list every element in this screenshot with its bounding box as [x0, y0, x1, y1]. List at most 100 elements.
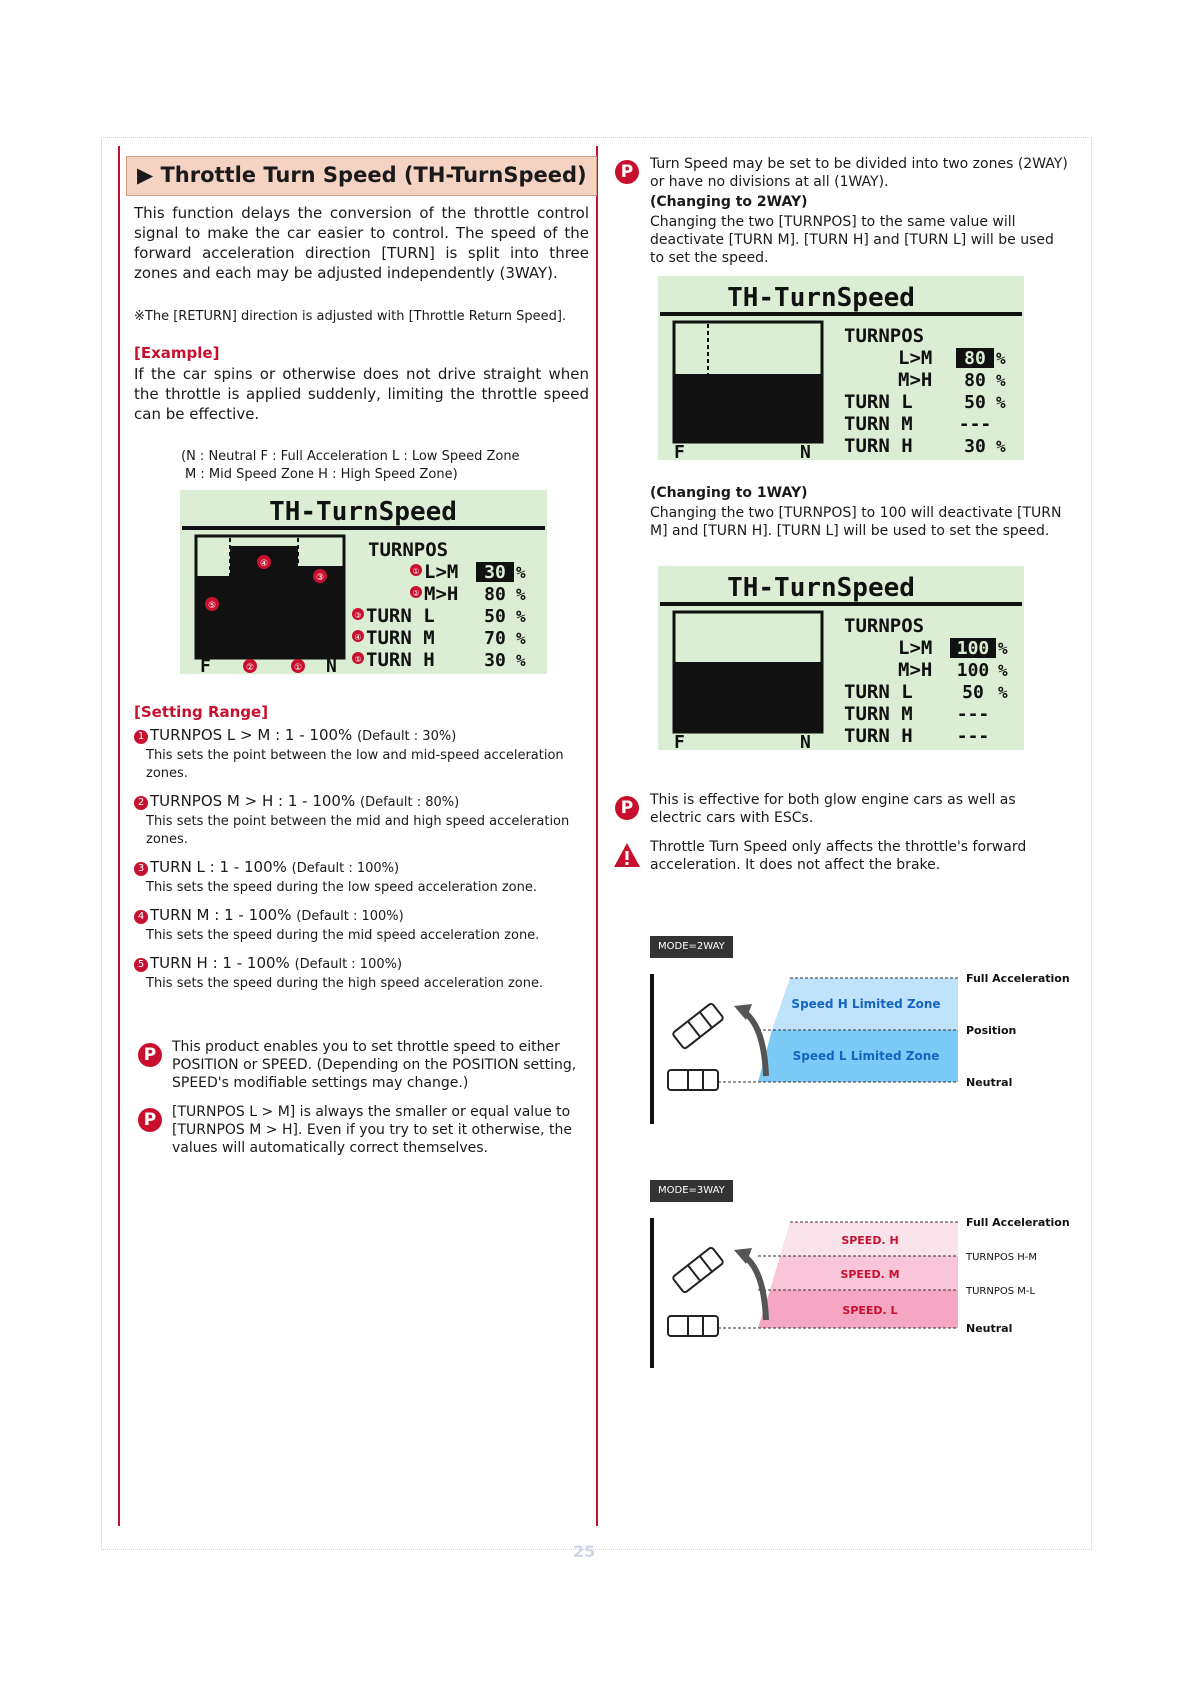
setting-item-5-default: (Default : 100%): [294, 957, 403, 972]
lcd-1way-turnpos: TURNPOS: [844, 615, 924, 637]
full-acc-label: Full Acceleration: [966, 972, 1070, 985]
lcd-row-4: ④ TURN M 70 %: [352, 627, 526, 649]
lcd-row-4-value: 70: [484, 628, 506, 649]
lcd-2way-title: TH-TurnSpeed: [727, 283, 915, 313]
heading-2way: (Changing to 2WAY): [650, 194, 808, 210]
setting-item-2-head: TURNPOS M > H : 1 - 100%: [150, 792, 356, 810]
lcd-row-4-unit: %: [516, 629, 526, 648]
setting-item-4-default: (Default : 100%): [296, 909, 404, 924]
lcd-2way-axis-n: N: [800, 442, 811, 460]
legend-line-2: M : Mid Speed Zone H : High Speed Zone): [185, 467, 458, 482]
lcd-2way-row2-unit: %: [996, 371, 1006, 390]
setting-item-3-desc: This sets the speed during the low speed…: [146, 880, 537, 895]
legend-line-1: (N : Neutral F : Full Acceleration L : L…: [181, 449, 520, 464]
setting-item-1-default: (Default : 30%): [357, 729, 457, 744]
lcd-2way-row2-value: 80: [964, 370, 986, 391]
text-1way: Changing the two [TURNPOS] to 100 will d…: [650, 505, 1062, 539]
setting-item-5-head: TURN H : 1 - 100%: [150, 954, 290, 972]
neutral-label: Neutral: [966, 1076, 1012, 1089]
lcd-1way-row1-value: 100: [957, 638, 990, 659]
lcd-1way-row3-label: TURN L: [844, 681, 913, 703]
setting-item-3-num: 3: [134, 862, 148, 876]
lcd-1way-row2-value: 100: [957, 660, 990, 681]
lcd-2way-row4-label: TURN M: [844, 413, 913, 435]
setting-item-4-head: TURN M : 1 - 100%: [150, 906, 292, 924]
lcd-2way-row1-label: L>M: [898, 347, 932, 369]
speed-l-label: SPEED. L: [842, 1304, 897, 1317]
speed-m-label: SPEED. M: [840, 1268, 899, 1281]
setting-item-5-num: 5: [134, 958, 148, 972]
return-note: ※The [RETURN] direction is adjusted with…: [134, 309, 567, 324]
setting-item-3-default: (Default : 100%): [291, 861, 400, 876]
lcd-axis-mark-1: ①: [294, 663, 302, 673]
lcd-row-5-label: TURN H: [366, 649, 435, 671]
diagram-2way: Speed H Limited Zone Speed L Limited Zon…: [650, 972, 1070, 1124]
page-frame: [101, 137, 1092, 1550]
neutral-label-3way: Neutral: [966, 1322, 1012, 1335]
page-number: 25: [573, 1542, 596, 1561]
lcd-2way-row3-value: 50: [964, 392, 986, 413]
lcd-row-1: ① L>M 30 %: [410, 561, 526, 583]
lcd-row-1-mark: ①: [412, 567, 419, 576]
lcd-row-1-label: L>M: [424, 561, 458, 583]
lcd-1way-row5-label: TURN H: [844, 725, 913, 747]
lcd-2way-axis-f: F: [674, 442, 685, 460]
lcd-zone-mark-3: ③: [316, 573, 324, 583]
zone-l-label: Speed L Limited Zone: [793, 1049, 940, 1063]
lcd-2way-row3-label: TURN L: [844, 391, 913, 413]
zone-h-label: Speed H Limited Zone: [791, 997, 940, 1011]
lcd-row-2-value: 80: [484, 584, 506, 605]
lcd-row-3-unit: %: [516, 607, 526, 626]
full-acc-label-3way: Full Acceleration: [966, 1216, 1070, 1229]
warning-text: Throttle Turn Speed only affects the thr…: [650, 839, 1027, 873]
lcd-2way-screen: TH-TurnSpeed F N TURNPOS L>M 80 % M>H 80…: [658, 276, 1024, 460]
lcd-row-5: ⑤ TURN H 30 %: [352, 649, 526, 671]
example-text: If the car spins or otherwise does not d…: [134, 365, 589, 423]
lcd-row-3-label: TURN L: [366, 605, 435, 627]
mode-3way-badge: MODE=3WAY: [650, 1180, 733, 1202]
lcd-row-3-value: 50: [484, 606, 506, 627]
lcd-2way-row5-unit: %: [996, 437, 1006, 456]
lcd-zone-mark-4: ④: [260, 559, 268, 569]
setting-item-2-num: 2: [134, 796, 148, 810]
speed-h-label: SPEED. H: [841, 1234, 898, 1247]
lcd-axis-f: F: [200, 656, 211, 674]
point-icon: P: [138, 1108, 162, 1132]
mode-2way-badge: MODE=2WAY: [650, 936, 733, 958]
heading-1way: (Changing to 1WAY): [650, 485, 808, 501]
setting-item-2-default: (Default : 80%): [360, 795, 460, 810]
setting-item-4-num: 4: [134, 910, 148, 924]
lcd-row-3: ③ TURN L 50 %: [352, 605, 526, 627]
lcd-zone-mark-5: ⑤: [208, 601, 216, 611]
lcd-1way-row1-label: L>M: [898, 637, 932, 659]
warning-icon: [614, 843, 640, 867]
right-note-zones: Turn Speed may be set to be divided into…: [650, 156, 1068, 190]
lcd-1way-screen: TH-TurnSpeed F N TURNPOS L>M 100 % M>H 1…: [658, 566, 1024, 750]
lcd-row-1-value: 30: [484, 562, 506, 583]
lcd-row-2-mark: ②: [412, 589, 419, 598]
lcd-2way-row2-label: M>H: [898, 369, 932, 391]
point-note-turnpos-order: [TURNPOS L > M] is always the smaller or…: [172, 1104, 572, 1156]
lcd-2way-row3-unit: %: [996, 393, 1006, 412]
position-label: Position: [966, 1024, 1016, 1037]
setting-item-5-desc: This sets the speed during the high spee…: [146, 976, 544, 991]
lcd-1way-row4-label: TURN M: [844, 703, 913, 725]
point-icon: P: [615, 160, 639, 184]
lcd-main-screen: TH-TurnSpeed ④ ③ ⑤ F ② ① N TURNPOS ① L>M…: [180, 490, 547, 674]
lcd-turnpos-label: TURNPOS: [368, 539, 448, 561]
lcd-axis-mark-2: ②: [246, 663, 254, 673]
lcd-1way-row2-label: M>H: [898, 659, 932, 681]
setting-item-2-desc: This sets the point between the mid and …: [146, 814, 570, 847]
text-2way: Changing the two [TURNPOS] to the same v…: [650, 214, 1054, 266]
lcd-1way-row3-value: 50: [962, 682, 984, 703]
lcd-1way-axis-f: F: [674, 732, 685, 750]
lcd-row-2-unit: %: [516, 585, 526, 604]
lcd-row-5-unit: %: [516, 651, 526, 670]
setting-item-1-desc: This sets the point between the low and …: [146, 748, 564, 781]
